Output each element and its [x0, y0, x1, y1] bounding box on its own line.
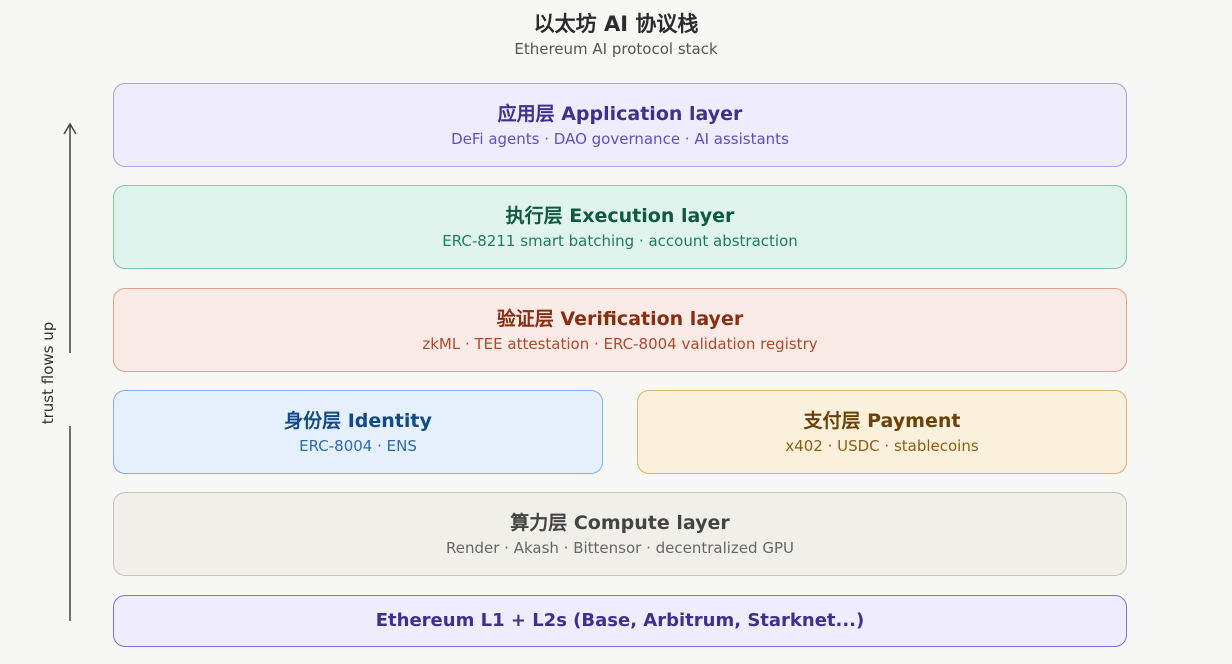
- compute-layer-name: 算力层 Compute layer: [510, 511, 730, 534]
- application-layer-desc: DeFi agents · DAO governance · AI assist…: [451, 129, 789, 148]
- base-layer-box: Ethereum L1 + L2s (Base, Arbitrum, Stark…: [113, 595, 1127, 647]
- trust-arrow-icon: [63, 122, 77, 621]
- verification-layer-name: 验证层 Verification layer: [496, 307, 744, 330]
- compute-layer-desc: Render · Akash · Bittensor · decentraliz…: [446, 538, 794, 557]
- compute-layer-box: 算力层 Compute layer Render · Akash · Bitte…: [113, 492, 1127, 576]
- identity-layer-name: 身份层 Identity: [284, 409, 432, 432]
- diagram-subtitle: Ethereum AI protocol stack: [514, 40, 718, 58]
- payment-layer-box: 支付层 Payment x402 · USDC · stablecoins: [637, 390, 1127, 474]
- base-layer-name: Ethereum L1 + L2s (Base, Arbitrum, Stark…: [375, 610, 865, 631]
- application-layer-box: 应用层 Application layer DeFi agents · DAO …: [113, 83, 1127, 167]
- application-layer-name: 应用层 Application layer: [497, 102, 743, 125]
- payment-layer-desc: x402 · USDC · stablecoins: [785, 436, 979, 455]
- execution-layer-name: 执行层 Execution layer: [505, 204, 735, 227]
- identity-layer-box: 身份层 Identity ERC-8004 · ENS: [113, 390, 603, 474]
- trust-flow-label: trust flows up: [39, 321, 57, 425]
- execution-layer-desc: ERC-8211 smart batching · account abstra…: [442, 231, 798, 250]
- payment-layer-name: 支付层 Payment: [803, 409, 961, 432]
- verification-layer-box: 验证层 Verification layer zkML · TEE attest…: [113, 288, 1127, 372]
- verification-layer-desc: zkML · TEE attestation · ERC-8004 valida…: [422, 334, 818, 353]
- diagram-title: 以太坊 AI 协议栈: [533, 12, 699, 36]
- execution-layer-box: 执行层 Execution layer ERC-8211 smart batch…: [113, 185, 1127, 269]
- identity-layer-desc: ERC-8004 · ENS: [299, 436, 417, 455]
